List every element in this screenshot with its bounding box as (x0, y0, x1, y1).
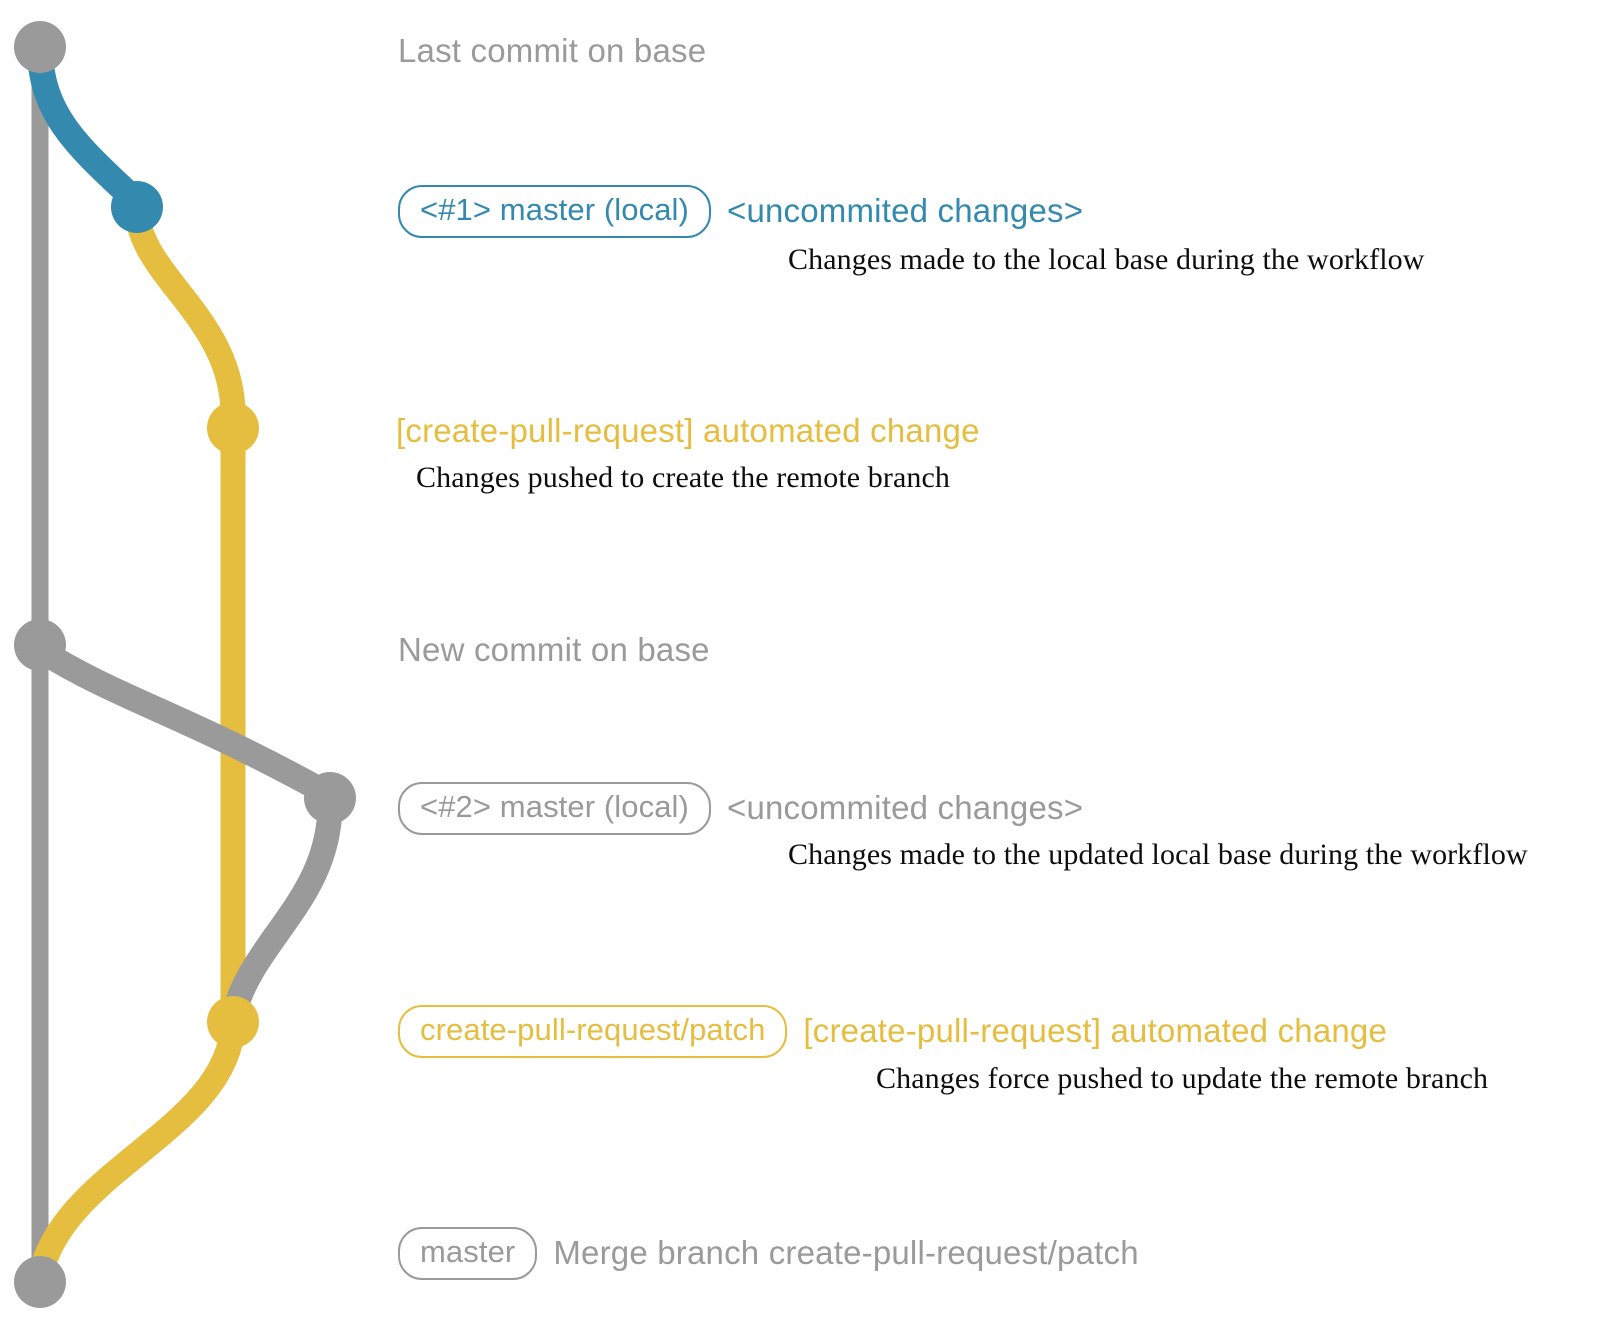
edge-yellow-merge (27, 1011, 246, 1291)
commit-subject-new-commit-on-base: New commit on base (398, 631, 710, 668)
row-master-merge: master Merge branch create-pull-request/… (398, 1227, 1139, 1280)
commit-subject-master-merge: Merge branch create-pull-request/patch (553, 1234, 1139, 1272)
edge-gray-rebase (220, 787, 343, 1031)
node-patch-1[interactable] (207, 402, 259, 454)
commit-subject-master-local-2: <uncommited changes> (726, 789, 1084, 827)
edge-blue-branch (27, 39, 150, 215)
commit-subject-last-commit-on-base: Last commit on base (398, 32, 707, 69)
row-create-pull-request-patch: create-pull-request/patch [create-pull-r… (398, 1005, 1387, 1058)
row-last-commit-on-base: Last commit on base (398, 32, 706, 70)
row-master-local-1: <#1> master (local) <uncommited changes> (398, 185, 1083, 238)
node-local-2[interactable] (304, 772, 356, 824)
row-automated-change-1: [create-pull-request] automated change (396, 412, 980, 450)
row-master-local-2: <#2> master (local) <uncommited changes> (398, 782, 1083, 835)
node-base-top[interactable] (14, 21, 66, 73)
row-new-commit-on-base: New commit on base (398, 631, 710, 669)
branch-badge-create-pull-request-patch[interactable]: create-pull-request/patch (398, 1005, 788, 1058)
node-base-new[interactable] (14, 619, 66, 671)
node-patch-2[interactable] (207, 996, 259, 1048)
node-master-merge[interactable] (14, 1256, 66, 1308)
edge-yellow-branch-1 (124, 199, 246, 437)
commit-description-automated-change-1: Changes pushed to create the remote bran… (416, 461, 950, 494)
commit-subject-automated-change-1: [create-pull-request] automated change (396, 412, 980, 449)
branch-badge-master-local-2[interactable]: <#2> master (local) (398, 782, 711, 835)
branch-badge-master[interactable]: master (398, 1227, 538, 1280)
commit-subject-create-pull-request-patch: [create-pull-request] automated change (803, 1012, 1388, 1050)
commit-description-master-local-1: Changes made to the local base during th… (788, 243, 1425, 276)
commit-description-master-local-2: Changes made to the updated local base d… (788, 838, 1528, 871)
edge-gray-branch-2 (27, 637, 343, 808)
node-local-1[interactable] (111, 181, 163, 233)
commit-description-create-pull-request-patch: Changes force pushed to update the remot… (876, 1062, 1489, 1095)
branch-badge-master-local-1[interactable]: <#1> master (local) (398, 185, 711, 238)
commit-subject-master-local-1: <uncommited changes> (726, 192, 1084, 230)
